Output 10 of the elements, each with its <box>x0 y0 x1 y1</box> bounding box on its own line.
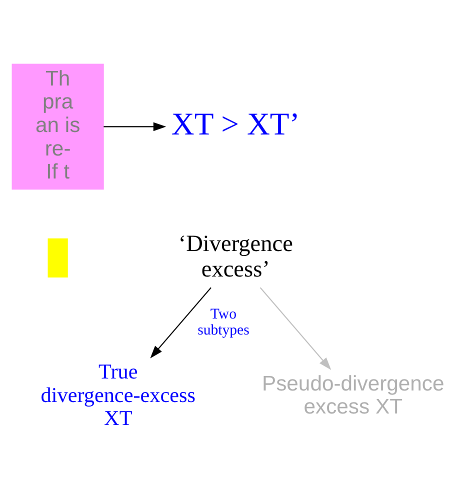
node-text: XT > XT’ <box>171 106 300 142</box>
arrow <box>150 286 212 358</box>
node-text: Pseudo-divergence excess XT <box>262 372 444 418</box>
edge-label: Two subtypes <box>198 306 250 338</box>
node-bar <box>48 238 68 278</box>
node-text: True divergence-excess XT <box>40 359 196 430</box>
node-box: Th pra an is re- If t <box>12 63 104 190</box>
arrow <box>260 286 332 370</box>
arrow <box>104 122 166 131</box>
node-text: ‘Divergence excess’ <box>178 230 293 282</box>
